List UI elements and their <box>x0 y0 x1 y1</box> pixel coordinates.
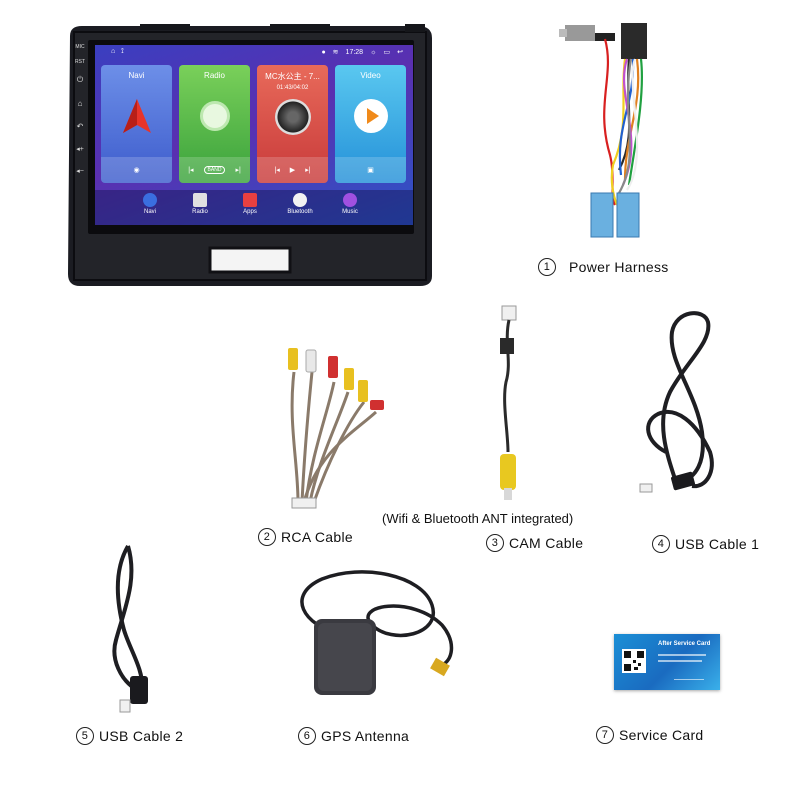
item-number: 5 <box>76 727 94 745</box>
dock-navi[interactable]: Navi <box>130 193 170 215</box>
radio-icon <box>193 193 207 207</box>
dock-bluetooth[interactable]: Bluetooth <box>280 193 320 215</box>
media-icon[interactable]: ▣ <box>367 167 374 174</box>
card-text-line <box>658 654 706 656</box>
album-art <box>275 99 311 135</box>
next-icon[interactable]: ▸| <box>235 167 241 174</box>
status-bar: ⌂ ⟟ ● ≋ 17:28 ☼ ▭ ↩ <box>95 45 413 61</box>
item-caption-usb-cable-2: 5 USB Cable 2 <box>76 727 183 745</box>
card-text-line <box>658 660 702 662</box>
navi-card[interactable]: Navi ◉ <box>101 65 172 183</box>
power-icon[interactable]: ⏻ <box>76 75 84 84</box>
previous-icon[interactable]: |◂ <box>188 167 194 174</box>
music-icon <box>343 193 357 207</box>
dock-apps[interactable]: Apps <box>230 193 270 215</box>
location-icon[interactable]: ◉ <box>133 167 140 174</box>
card-footer: ◉ <box>101 157 172 183</box>
dock-radio[interactable]: Radio <box>180 193 220 215</box>
radio-card[interactable]: Radio |◂ BAND ▸| <box>179 65 250 183</box>
dock-music[interactable]: Music <box>330 193 370 215</box>
item-caption-gps-antenna: 6 GPS Antenna <box>298 727 409 745</box>
item-caption-service-card: 7 Service Card <box>596 726 704 744</box>
previous-icon[interactable]: |◂ <box>274 167 280 174</box>
apps-icon <box>243 193 257 207</box>
item-label: GPS Antenna <box>321 728 410 744</box>
video-play-icon <box>354 99 388 133</box>
item-number: 4 <box>652 535 670 553</box>
item-number: 7 <box>596 726 614 744</box>
cam-cable-note: (Wifi & Bluetooth ANT integrated) <box>382 511 574 526</box>
dock-label: Bluetooth <box>287 209 313 215</box>
dock-label: Apps <box>243 209 257 215</box>
music-card[interactable]: MC水公主 - 7... 01:43/04:02 |◂ ▶ ▸| <box>257 65 328 183</box>
dock-label: Navi <box>143 209 156 215</box>
status-time: 17:28 <box>345 48 364 56</box>
card-footer: |◂ ▶ ▸| <box>257 157 328 183</box>
item-caption-rca-cable: 2 RCA Cable <box>258 528 353 546</box>
item-label: RCA Cable <box>281 529 353 545</box>
card-title: MC水公主 - 7... <box>265 72 320 81</box>
card-title: Navi <box>128 71 145 80</box>
back-icon[interactable]: ↩ <box>397 49 403 56</box>
item-label: Power Harness <box>569 259 669 275</box>
usb-cable-1-image <box>639 311 714 493</box>
mic-label: MIC <box>75 44 85 50</box>
item-number: 3 <box>486 534 504 552</box>
item-label: CAM Cable <box>509 535 584 551</box>
item-number: 6 <box>298 727 316 745</box>
dock-label: Music <box>342 209 358 215</box>
radio-dial-icon <box>200 101 230 131</box>
rca-cable-image <box>288 348 384 509</box>
volume-down-icon[interactable]: ◂− <box>76 168 84 175</box>
band-button[interactable]: BAND <box>203 166 226 174</box>
item-caption-cam-cable: 3 CAM Cable <box>486 534 583 552</box>
back-icon[interactable]: ↶ <box>76 122 84 131</box>
play-icon[interactable]: ▶ <box>289 167 296 174</box>
item-caption-power-harness: 1 Power Harness <box>538 258 669 276</box>
track-time: 01:43/04:02 <box>276 85 309 91</box>
card-footer: ▣ <box>335 157 406 183</box>
card-title: Video <box>360 71 381 80</box>
rst-label: RST <box>75 59 85 65</box>
item-number: 1 <box>538 258 556 276</box>
location-icon: ● <box>321 48 326 56</box>
wifi-icon: ≋ <box>332 49 339 56</box>
dock-label: Radio <box>192 209 208 215</box>
side-buttons: MIC RST ⏻ ⌂ ↶ ◂+ ◂− <box>74 44 86 175</box>
app-dock: Navi Radio Apps Bluetooth Music <box>95 190 413 225</box>
item-label: USB Cable 2 <box>99 728 184 744</box>
brightness-icon[interactable]: ☼ <box>370 48 377 56</box>
item-caption-usb-cable-1: 4 USB Cable 1 <box>652 535 759 553</box>
cam-cable-image <box>500 305 517 500</box>
volume-up-icon[interactable]: ◂+ <box>76 146 84 153</box>
service-card-heading: After Service Card <box>658 641 711 647</box>
card-title: Radio <box>204 71 225 80</box>
gps-antenna-image <box>300 570 454 695</box>
home-icon[interactable]: ⌂ ⟟ <box>111 48 124 55</box>
item-label: Service Card <box>619 727 704 743</box>
card-text-line <box>674 679 704 680</box>
service-card-image: After Service Card <box>614 634 720 690</box>
card-footer: |◂ BAND ▸| <box>179 157 250 183</box>
item-number: 2 <box>258 528 276 546</box>
item-label: USB Cable 1 <box>675 536 760 552</box>
compass-icon <box>143 193 157 207</box>
video-card[interactable]: Video ▣ <box>335 65 406 183</box>
usb-cable-2-image <box>112 544 148 713</box>
home-icon[interactable]: ⌂ <box>77 99 83 108</box>
next-icon[interactable]: ▸| <box>305 167 311 174</box>
navi-arrow-icon <box>123 99 151 133</box>
head-unit-screen: ⌂ ⟟ ● ≋ 17:28 ☼ ▭ ↩ Navi ◉ Radio |◂ BAND… <box>95 45 413 225</box>
power-harness-image <box>559 23 647 238</box>
window-icon[interactable]: ▭ <box>383 49 391 56</box>
qr-code-icon <box>622 649 646 673</box>
phone-icon <box>293 193 307 207</box>
